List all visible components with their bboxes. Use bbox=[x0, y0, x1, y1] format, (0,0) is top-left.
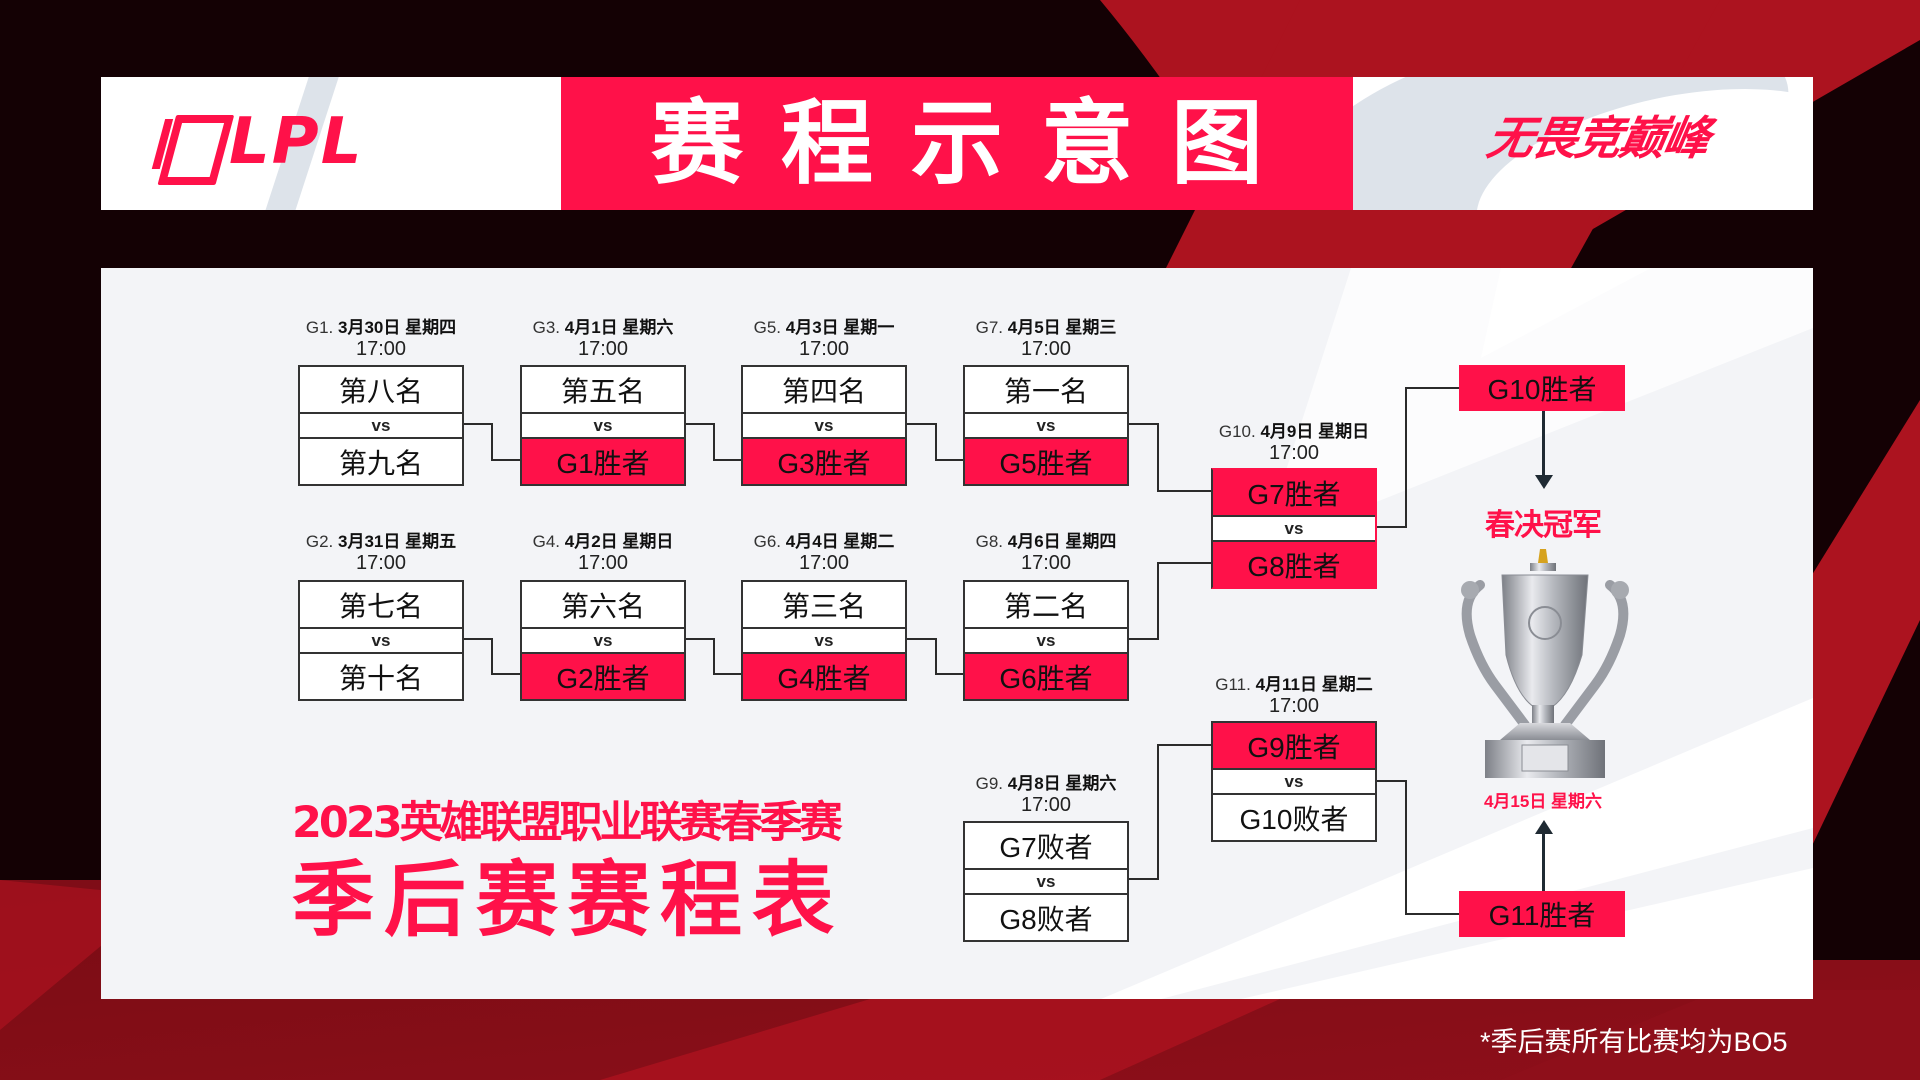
slogan: 无畏竞巅峰 bbox=[1483, 111, 1713, 165]
match-box: G7胜者 vs G8胜者 bbox=[1211, 468, 1377, 589]
vs-label: vs bbox=[300, 412, 462, 439]
match-box: 第八名 vs 第九名 bbox=[298, 365, 464, 486]
match-label: G1. 3月30日 星期四 bbox=[305, 318, 457, 337]
vs-label: vs bbox=[522, 412, 684, 439]
match-time: 17:00 bbox=[355, 338, 407, 360]
header-slogan-panel: 无畏竞巅峰 bbox=[1353, 77, 1813, 210]
team-a: G7胜者 bbox=[1213, 470, 1375, 515]
team-a: 第四名 bbox=[781, 375, 866, 407]
header-title-panel: 赛程示意图 bbox=[561, 77, 1353, 210]
match-time: 17:00 bbox=[577, 338, 629, 360]
team-b: G8胜者 bbox=[1213, 542, 1375, 587]
arrow-down-icon bbox=[1535, 475, 1553, 489]
team-b: G4胜者 bbox=[743, 654, 905, 699]
team-a: G7败者 bbox=[999, 831, 1093, 863]
schedule-title: 季后赛赛程表 bbox=[292, 853, 845, 948]
match-box: G7败者 vs G8败者 bbox=[963, 821, 1129, 942]
match-label: G11. 4月11日 星期二 bbox=[1215, 675, 1373, 694]
final-date: 4月15日 星期六 bbox=[1483, 792, 1603, 811]
team-b: G10败者 bbox=[1239, 803, 1349, 835]
lpl-logo: LPL bbox=[159, 107, 363, 177]
champion-title: 春决冠军 bbox=[1485, 508, 1602, 543]
team-b: 第九名 bbox=[338, 447, 423, 479]
match-label: G8. 4月6日 星期四 bbox=[975, 532, 1117, 551]
match-label: G7. 4月5日 星期三 bbox=[975, 318, 1117, 337]
match-time: 17:00 bbox=[798, 338, 850, 360]
team-b: G8败者 bbox=[999, 903, 1093, 935]
match-label: G10. 4月9日 星期日 bbox=[1218, 422, 1370, 441]
vs-label: vs bbox=[965, 412, 1127, 439]
arrow-up-icon bbox=[1535, 820, 1553, 834]
vs-label: vs bbox=[743, 412, 905, 439]
match-time: 17:00 bbox=[1020, 338, 1072, 360]
dragon-logo-icon bbox=[151, 111, 230, 173]
team-a: 第八名 bbox=[338, 375, 423, 407]
match-label: G5. 4月3日 星期一 bbox=[753, 318, 895, 337]
team-a: 第五名 bbox=[560, 375, 645, 407]
vs-label: vs bbox=[1213, 515, 1375, 542]
match-time: 17:00 bbox=[798, 552, 850, 574]
match-label: G9. 4月8日 星期六 bbox=[975, 774, 1117, 793]
trophy-icon bbox=[1461, 549, 1629, 778]
team-b: G3胜者 bbox=[743, 439, 905, 484]
team-b: G2胜者 bbox=[522, 654, 684, 699]
team-b: G6胜者 bbox=[965, 654, 1127, 699]
vs-label: vs bbox=[965, 868, 1127, 895]
footnote: *季后赛所有比赛均为BO5 bbox=[1480, 1027, 1788, 1057]
match-label: G3. 4月1日 星期六 bbox=[532, 318, 674, 337]
match-time: 17:00 bbox=[355, 552, 407, 574]
team-b: 第十名 bbox=[338, 662, 423, 694]
match-label: G6. 4月4日 星期二 bbox=[753, 532, 895, 551]
match-label: G4. 4月2日 星期日 bbox=[532, 532, 674, 551]
match-box: 第六名 vs G2胜者 bbox=[520, 580, 686, 701]
match-time: 17:00 bbox=[1020, 552, 1072, 574]
vs-label: vs bbox=[965, 627, 1127, 654]
match-box: G9胜者 vs G10败者 bbox=[1211, 721, 1377, 842]
match-time: 17:00 bbox=[1020, 794, 1072, 816]
event-title: 2023英雄联盟职业联赛春季赛 bbox=[292, 798, 843, 848]
team-b: G1胜者 bbox=[522, 439, 684, 484]
vs-label: vs bbox=[300, 627, 462, 654]
header-bar: LPL 赛程示意图 无畏竞巅峰 bbox=[101, 77, 1813, 210]
team-a: 第二名 bbox=[1003, 590, 1088, 622]
match-time: 17:00 bbox=[1268, 442, 1320, 464]
vs-label: vs bbox=[522, 627, 684, 654]
page-title: 赛程示意图 bbox=[650, 89, 1301, 197]
match-box: 第五名 vs G1胜者 bbox=[520, 365, 686, 486]
team-a: 第七名 bbox=[338, 590, 423, 622]
team-a: G9胜者 bbox=[1213, 723, 1375, 768]
team-b: G5胜者 bbox=[965, 439, 1127, 484]
team-a: 第六名 bbox=[560, 590, 645, 622]
team-a: 第三名 bbox=[781, 590, 866, 622]
match-time: 17:00 bbox=[1268, 695, 1320, 717]
match-box: 第三名 vs G4胜者 bbox=[741, 580, 907, 701]
match-box: 第七名 vs 第十名 bbox=[298, 580, 464, 701]
final-bottom-team: G11胜者 bbox=[1459, 891, 1625, 937]
match-time: 17:00 bbox=[577, 552, 629, 574]
final-top-team: G10胜者 bbox=[1459, 365, 1625, 411]
vs-label: vs bbox=[1213, 768, 1375, 795]
match-label: G2. 3月31日 星期五 bbox=[305, 532, 457, 551]
header-logo-panel: LPL bbox=[101, 77, 561, 210]
match-box: 第四名 vs G3胜者 bbox=[741, 365, 907, 486]
match-box: 第一名 vs G5胜者 bbox=[963, 365, 1129, 486]
logo-text: LPL bbox=[229, 105, 364, 179]
vs-label: vs bbox=[743, 627, 905, 654]
team-a: 第一名 bbox=[1003, 375, 1088, 407]
match-box: 第二名 vs G6胜者 bbox=[963, 580, 1129, 701]
